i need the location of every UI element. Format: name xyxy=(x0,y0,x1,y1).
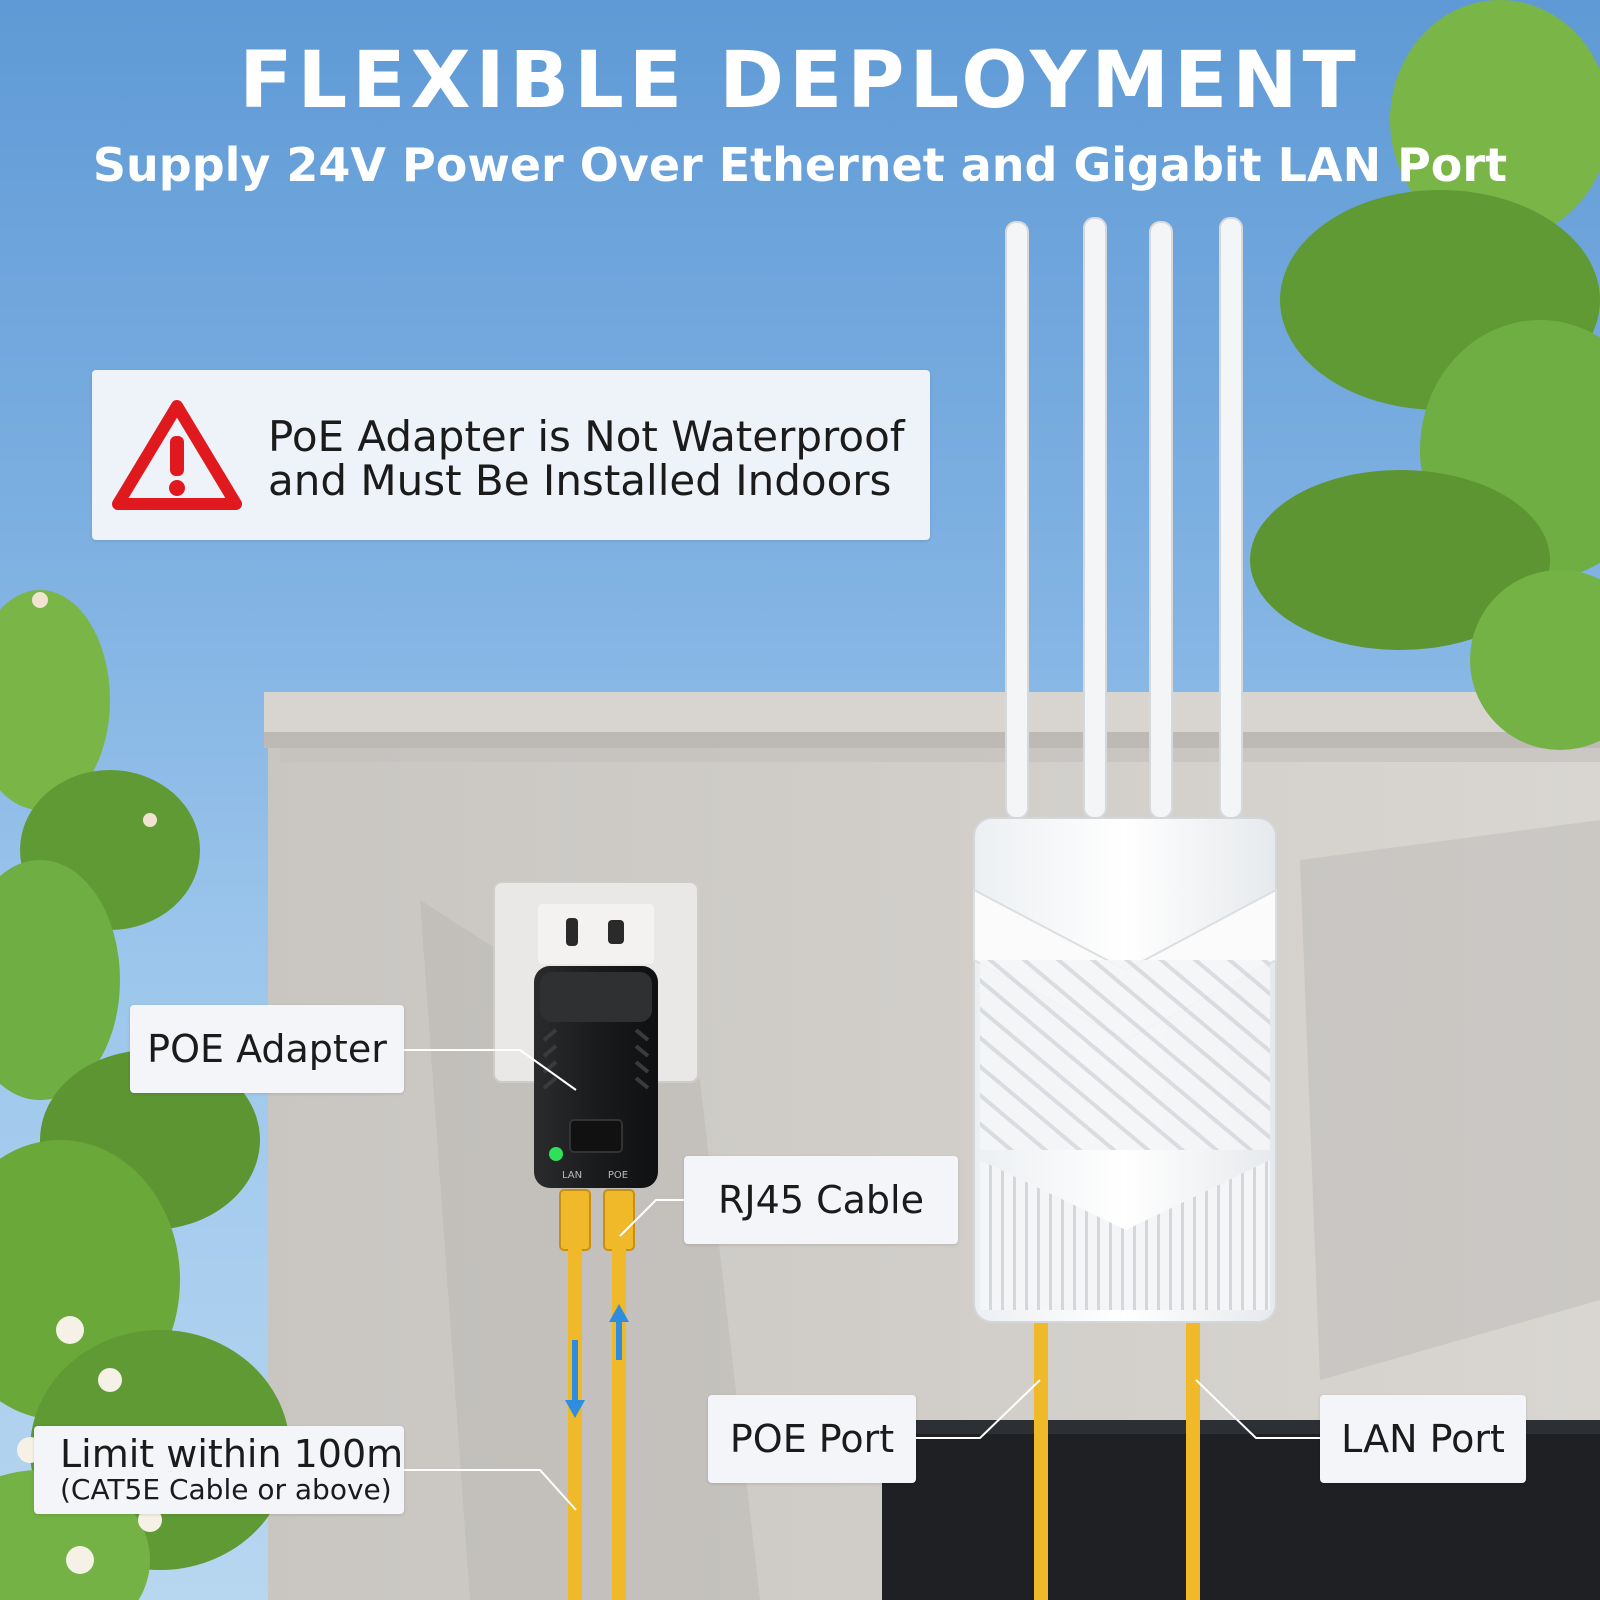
label-poe-port: POE Port xyxy=(708,1395,916,1483)
ethernet-cables xyxy=(559,1189,1200,1600)
warning-text-line2: and Must Be Installed Indoors xyxy=(268,456,892,505)
tree-foliage-right xyxy=(1250,0,1600,750)
outdoor-access-point xyxy=(973,217,1277,1323)
label-poe-adapter: POE Adapter xyxy=(130,1005,404,1093)
power-indicator-led xyxy=(549,1147,563,1161)
label-cable-limit: Limit within 100m (CAT5E Cable or above) xyxy=(34,1426,404,1514)
warning-banner: PoE Adapter is Not Waterproof and Must B… xyxy=(92,370,930,540)
adapter-lan-port-label: LAN xyxy=(562,1170,582,1181)
cable-limit-text: Limit within 100m xyxy=(60,1432,404,1476)
adapter-poe-port-label: POE xyxy=(608,1170,628,1181)
callout-lines xyxy=(404,1049,1320,1511)
warning-text-line1: PoE Adapter is Not Waterproof xyxy=(268,412,905,461)
cable-spec-text: (CAT5E Cable or above) xyxy=(60,1473,392,1506)
label-rj45-cable: RJ45 Cable xyxy=(684,1156,958,1244)
label-lan-port: LAN Port xyxy=(1320,1395,1526,1483)
tree-foliage-left xyxy=(0,590,290,1600)
upload-arrow-icon xyxy=(609,1304,629,1360)
poe-adapter-device: LAN POE xyxy=(534,966,658,1188)
bidirectional-arrow-icon xyxy=(565,1340,585,1418)
warning-triangle-icon xyxy=(112,400,242,510)
page-title: FLEXIBLE DEPLOYMENT xyxy=(239,36,1361,126)
page-subtitle: Supply 24V Power Over Ethernet and Gigab… xyxy=(92,138,1508,192)
antennas xyxy=(1005,217,1243,819)
